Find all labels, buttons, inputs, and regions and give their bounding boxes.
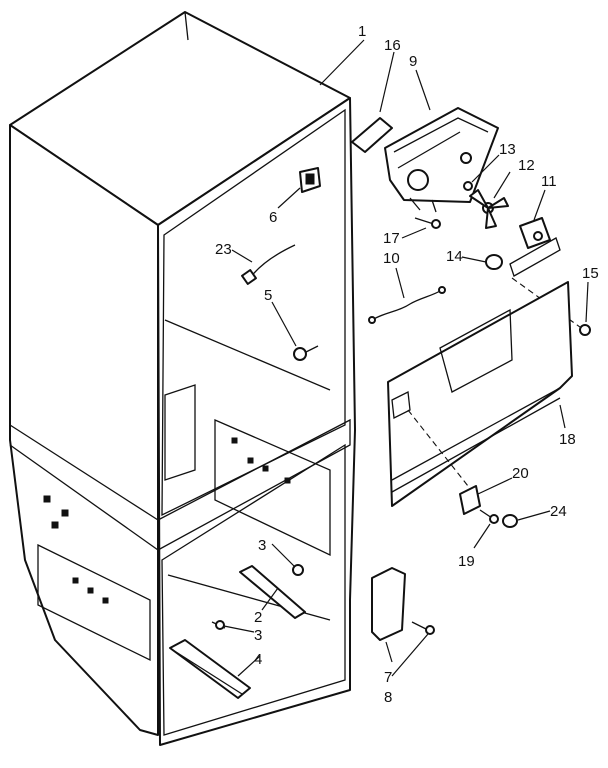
callout-7: 7 <box>384 669 392 686</box>
callout-2: 2 <box>254 609 262 626</box>
fan-housing-part <box>384 107 499 213</box>
callout-5: 5 <box>264 287 272 304</box>
callout-16: 16 <box>384 37 401 54</box>
screw-part-8 <box>411 621 435 635</box>
evaporator-cover-part <box>387 281 573 507</box>
light-switch-part <box>299 167 321 193</box>
leader-lines <box>223 39 589 677</box>
grommet-part <box>485 254 503 270</box>
fan-motor-part <box>509 217 561 277</box>
screw-part-17 <box>414 217 441 229</box>
callout-3-lower: 3 <box>254 627 262 644</box>
callout-8: 8 <box>384 689 392 706</box>
callout-19: 19 <box>458 553 475 570</box>
callout-12: 12 <box>518 157 535 174</box>
drain-tube-part <box>241 244 296 285</box>
callout-18: 18 <box>559 431 576 448</box>
callout-15: 15 <box>582 265 599 282</box>
callout-14: 14 <box>446 248 463 265</box>
screw-part-upper <box>292 564 304 576</box>
callout-17: 17 <box>383 230 400 247</box>
callout-labels: 1 16 9 13 12 11 6 23 17 10 14 15 5 18 20… <box>215 23 599 706</box>
gasket-part <box>351 117 393 153</box>
callout-6: 6 <box>269 209 277 226</box>
callout-4: 4 <box>254 651 262 668</box>
bracket-part-20 <box>459 485 481 515</box>
plug-part <box>502 514 518 528</box>
screw-part-lower <box>211 620 226 630</box>
callout-23: 23 <box>215 241 232 258</box>
screw-part-19 <box>479 509 499 524</box>
lamp-socket-part <box>293 345 319 361</box>
shelf-rail-part <box>239 565 306 619</box>
callout-13: 13 <box>499 141 516 158</box>
washer-part <box>463 181 473 191</box>
refrigerator-cabinet <box>9 11 356 746</box>
callout-3-upper: 3 <box>258 537 266 554</box>
fan-blade-part <box>469 189 509 229</box>
callout-9: 9 <box>409 53 417 70</box>
wiring-harness-part <box>368 286 446 324</box>
baffle-part <box>371 567 406 641</box>
callout-1: 1 <box>358 23 366 40</box>
callout-20: 20 <box>512 465 529 482</box>
callout-10: 10 <box>383 250 400 267</box>
callout-24: 24 <box>550 503 567 520</box>
crisper-rail-part <box>169 639 251 699</box>
callout-11: 11 <box>541 173 557 190</box>
